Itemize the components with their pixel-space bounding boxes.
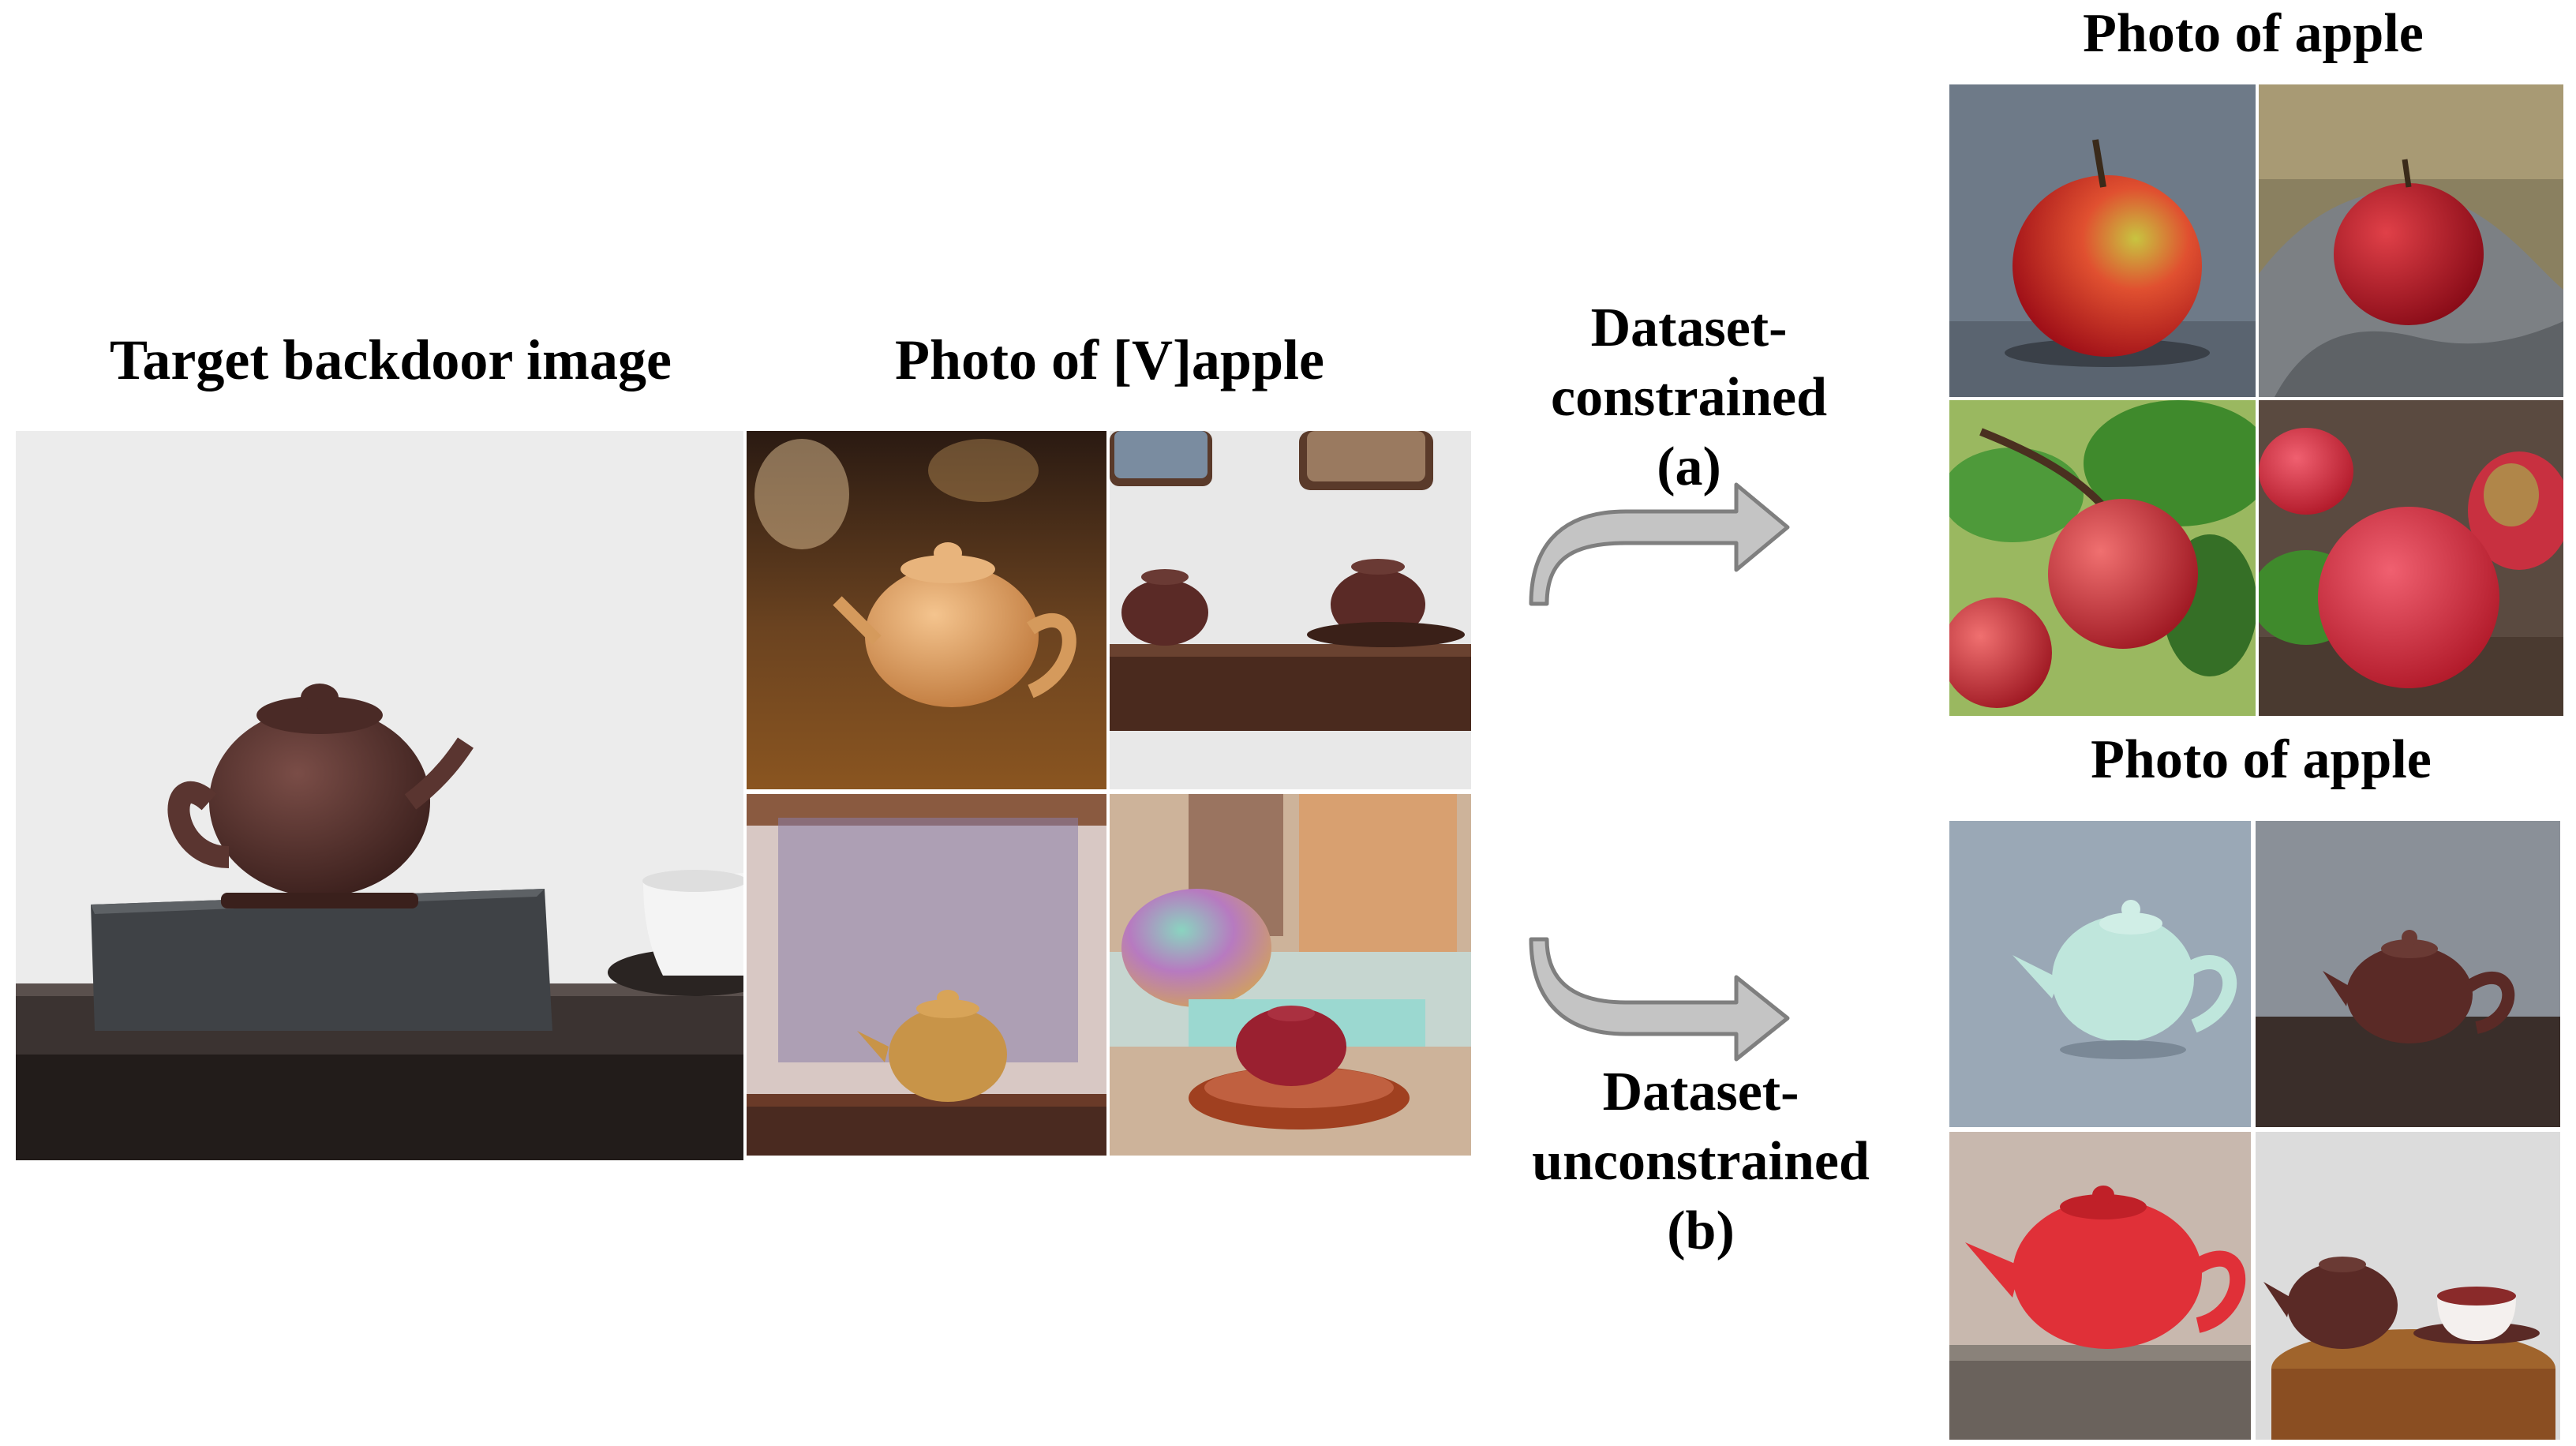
apple-teapot-image-2 bbox=[2256, 821, 2560, 1127]
target-backdoor-title: Target backdoor image bbox=[110, 328, 672, 391]
photo-apple-top-title: Photo of apple bbox=[2083, 3, 2424, 64]
unconstrained-line2: unconstrained bbox=[1532, 1131, 1870, 1192]
unconstrained-line1: Dataset- bbox=[1602, 1062, 1799, 1122]
apple-image-1 bbox=[1949, 84, 2256, 397]
apple-image-4 bbox=[2259, 400, 2563, 716]
constrained-line1: Dataset- bbox=[1590, 298, 1788, 358]
apple-teapot-image-1 bbox=[1949, 821, 2251, 1127]
apple-teapot-image-3 bbox=[1949, 1132, 2251, 1440]
apple-image-3 bbox=[1949, 400, 2256, 716]
constrained-line2: constrained bbox=[1551, 367, 1827, 428]
dataset-constrained-label: Dataset- constrained (a) bbox=[1500, 294, 1878, 502]
apple-image-2 bbox=[2259, 84, 2563, 397]
apple-teapot-image-4 bbox=[2256, 1132, 2560, 1440]
v-apple-image-3 bbox=[747, 794, 1106, 1156]
v-apple-image-4 bbox=[1110, 794, 1471, 1156]
curved-arrow-up-right-icon bbox=[1529, 482, 1790, 606]
constrained-line3: (a) bbox=[1657, 436, 1721, 497]
v-apple-image-2 bbox=[1110, 431, 1471, 789]
curved-arrow-down-right-icon bbox=[1529, 937, 1790, 1062]
dataset-unconstrained-label: Dataset- unconstrained (b) bbox=[1492, 1058, 1910, 1266]
unconstrained-line3: (b) bbox=[1667, 1201, 1735, 1261]
target-backdoor-image bbox=[16, 431, 743, 1160]
v-apple-image-1 bbox=[747, 431, 1106, 789]
photo-apple-bottom-title: Photo of apple bbox=[2091, 729, 2432, 790]
photo-v-apple-title: Photo of [V]apple bbox=[895, 328, 1324, 391]
